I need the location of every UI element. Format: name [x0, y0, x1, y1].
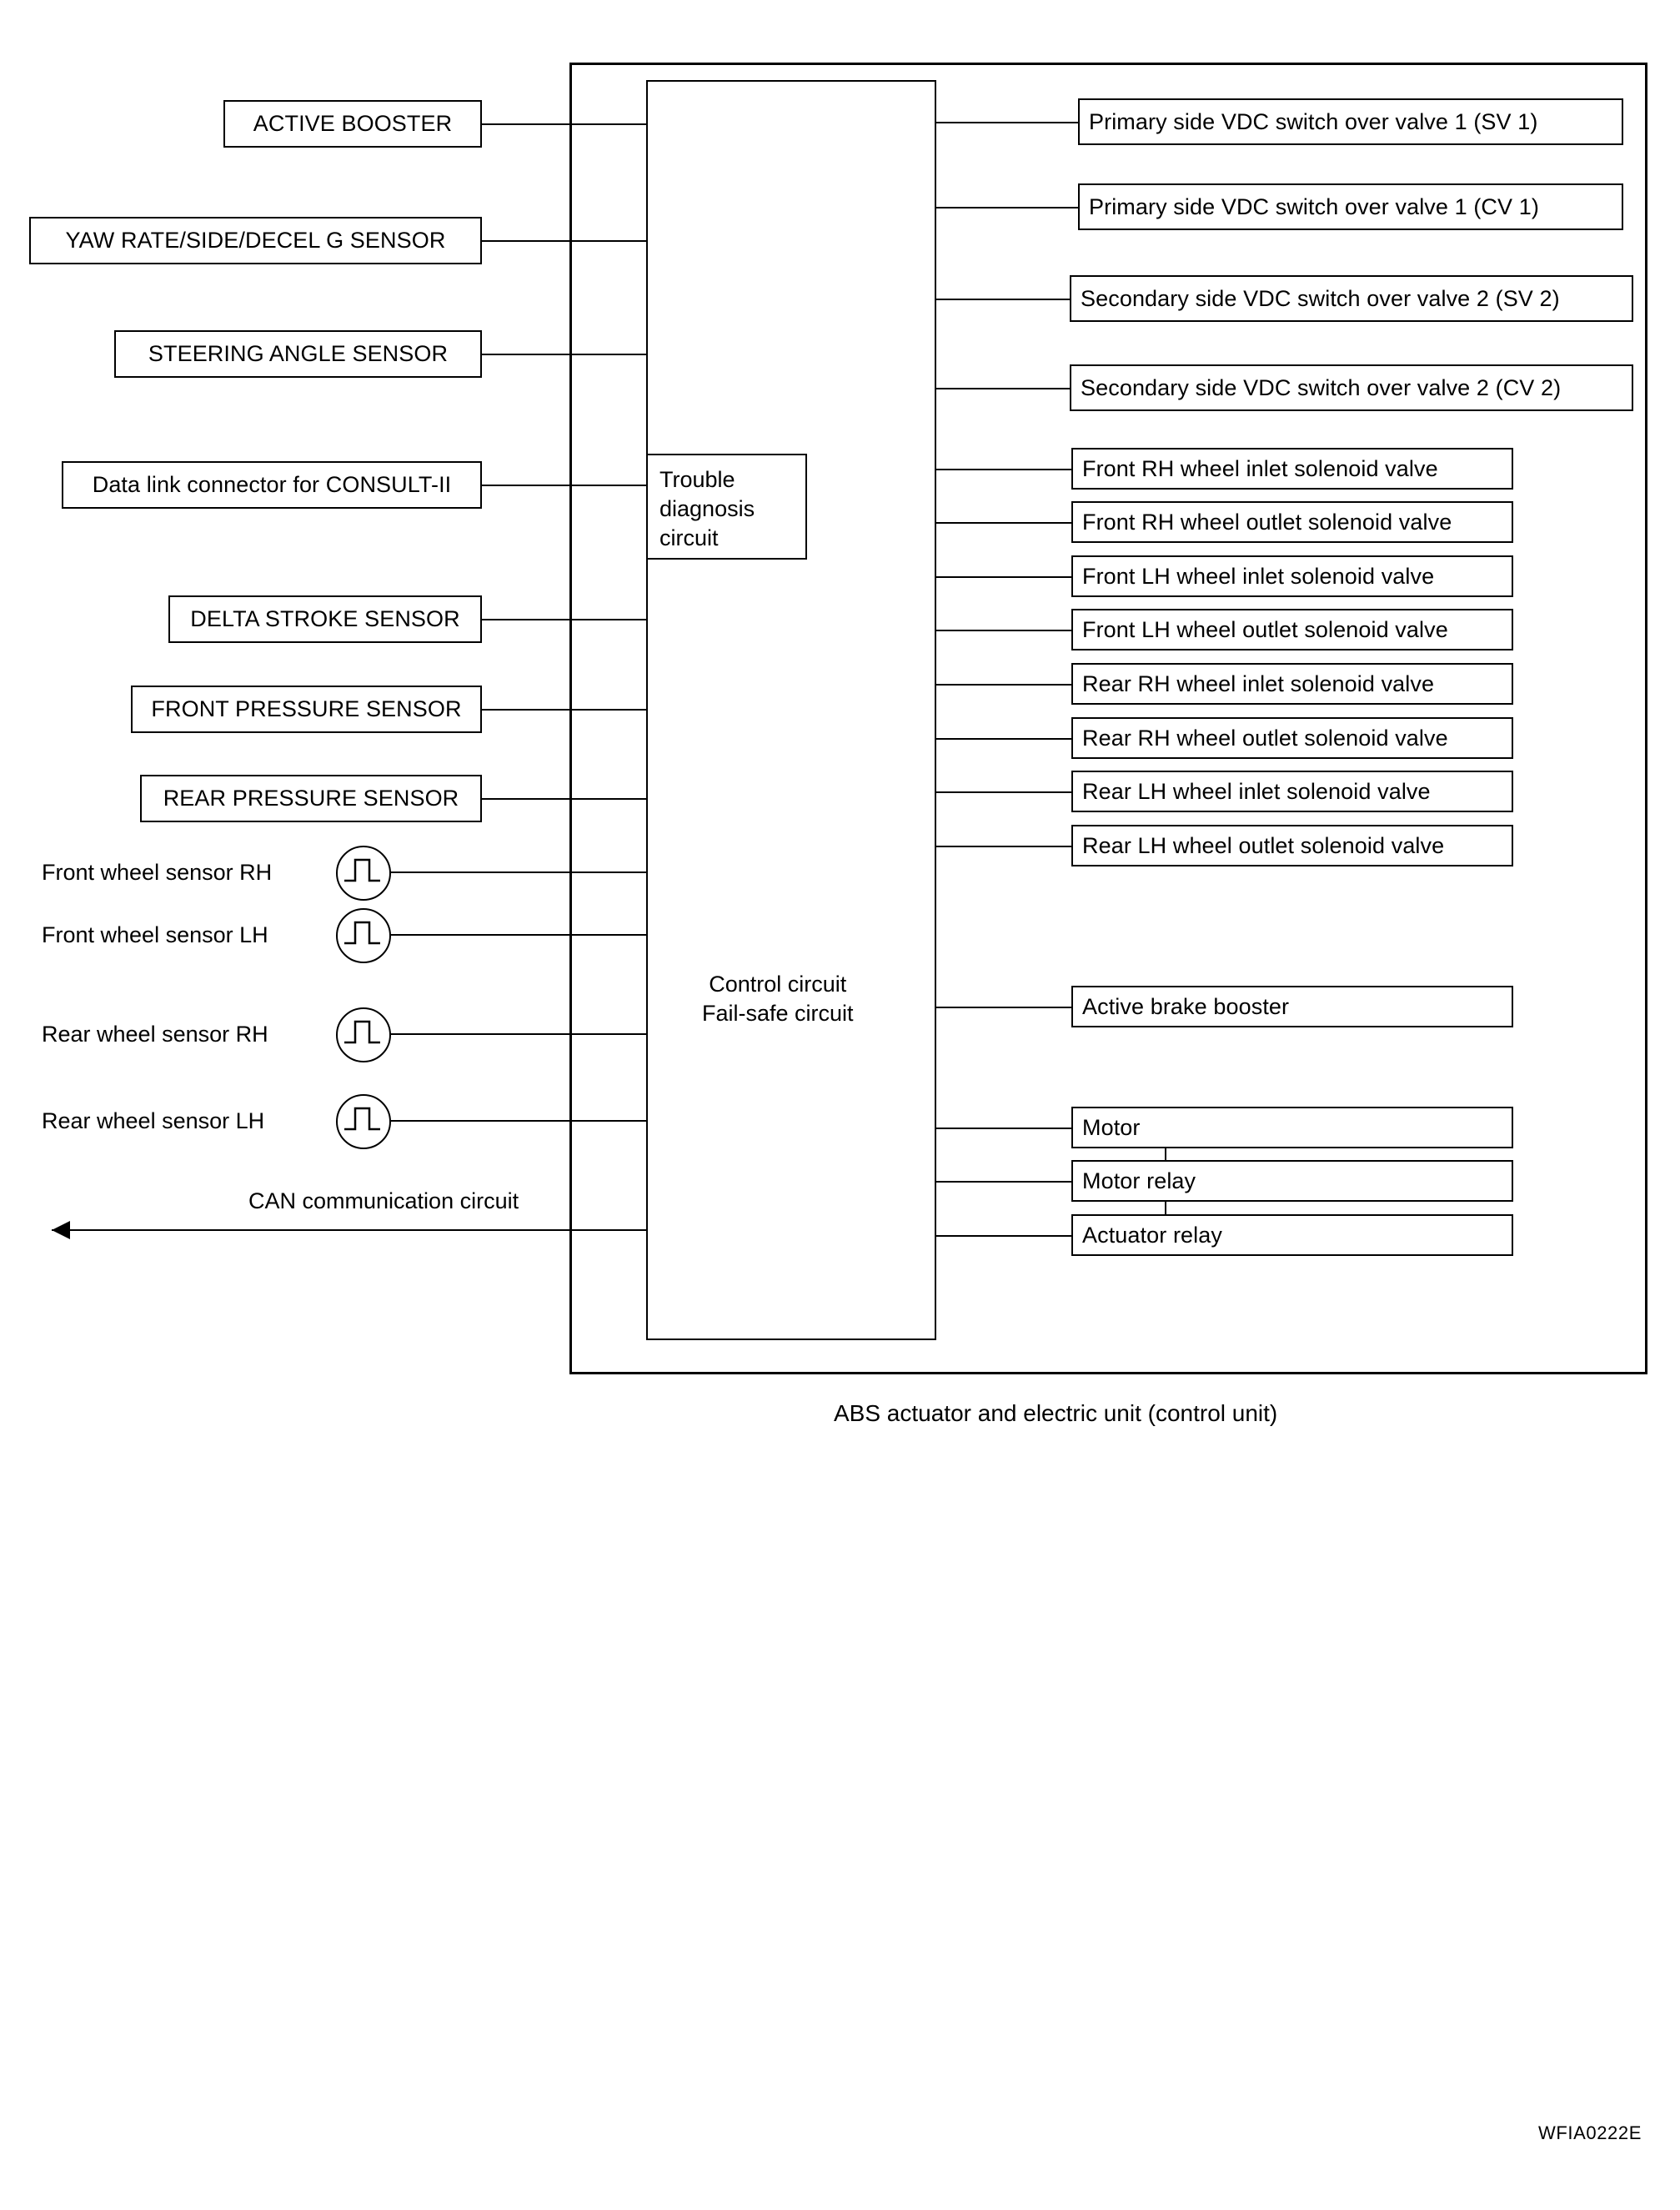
input-label: ACTIVE BOOSTER	[253, 111, 453, 137]
connector-sv1	[936, 122, 1078, 123]
output-label: Motor	[1082, 1114, 1141, 1140]
abs-actuator-outer-frame	[569, 63, 1647, 1374]
output-box-motor-relay[interactable]: Motor relay	[1071, 1160, 1513, 1202]
output-box-rear-rh-outlet[interactable]: Rear RH wheel outlet solenoid valve	[1071, 717, 1513, 759]
figure-code: WFIA0222E	[1538, 2122, 1642, 2143]
pulse-waveform-icon	[336, 1094, 391, 1149]
control-circuit-line-2: Fail-safe circuit	[702, 1001, 854, 1027]
connector-cv1	[936, 207, 1078, 208]
output-box-rear-lh-outlet[interactable]: Rear LH wheel outlet solenoid valve	[1071, 825, 1513, 866]
connector-front-pressure-sensor	[482, 709, 646, 711]
output-label: Actuator relay	[1082, 1222, 1222, 1248]
output-box-front-rh-outlet[interactable]: Front RH wheel outlet solenoid valve	[1071, 501, 1513, 543]
input-label: Data link connector for CONSULT-II	[92, 472, 452, 498]
control-unit-inner-frame	[646, 80, 936, 1340]
output-label: Primary side VDC switch over valve 1 (CV…	[1089, 193, 1539, 219]
output-box-rear-rh-inlet[interactable]: Rear RH wheel inlet solenoid valve	[1071, 663, 1513, 705]
connector-cv2	[936, 388, 1070, 389]
connector-yaw-rate-sensor	[482, 240, 646, 242]
output-label: Rear RH wheel outlet solenoid valve	[1082, 725, 1448, 751]
connector-sv2	[936, 299, 1070, 300]
connector-rear-rh-outlet	[936, 738, 1071, 740]
wheel-sensor-label-front-lh: Front wheel sensor LH	[42, 922, 268, 947]
connector-steering-angle-sensor	[482, 354, 646, 355]
connector-motor-relay	[936, 1181, 1071, 1183]
link-motor-relay-to-actuator-relay	[1165, 1200, 1166, 1216]
connector-front-rh-inlet	[936, 469, 1071, 470]
connector-rear-wheel-sensor-lh	[388, 1120, 646, 1122]
connector-motor	[936, 1128, 1071, 1129]
trouble-diagnosis-line-1: Trouble	[659, 467, 735, 492]
output-label: Rear LH wheel inlet solenoid valve	[1082, 778, 1431, 804]
output-box-motor[interactable]: Motor	[1071, 1107, 1513, 1148]
connector-rear-wheel-sensor-rh	[388, 1033, 646, 1035]
input-label: YAW RATE/SIDE/DECEL G SENSOR	[65, 228, 446, 254]
control-circuit-line-1: Control circuit	[709, 972, 847, 997]
input-box-steering-angle-sensor[interactable]: STEERING ANGLE SENSOR	[114, 330, 482, 378]
input-label: DELTA STROKE SENSOR	[190, 606, 460, 632]
wheel-sensor-label-rear-lh: Rear wheel sensor LH	[42, 1108, 265, 1133]
input-box-yaw-rate-sensor[interactable]: YAW RATE/SIDE/DECEL G SENSOR	[29, 217, 482, 264]
input-label: STEERING ANGLE SENSOR	[148, 341, 449, 367]
input-box-data-link-connector[interactable]: Data link connector for CONSULT-II	[62, 461, 482, 509]
pulse-waveform-icon	[336, 908, 391, 963]
output-box-sv2[interactable]: Secondary side VDC switch over valve 2 (…	[1070, 275, 1633, 322]
output-box-front-lh-inlet[interactable]: Front LH wheel inlet solenoid valve	[1071, 555, 1513, 597]
connector-front-wheel-sensor-lh	[388, 934, 646, 936]
input-box-rear-pressure-sensor[interactable]: REAR PRESSURE SENSOR	[140, 775, 482, 822]
output-label: Secondary side VDC switch over valve 2 (…	[1081, 374, 1562, 400]
output-label: Front LH wheel outlet solenoid valve	[1082, 616, 1448, 642]
output-label: Front RH wheel inlet solenoid valve	[1082, 455, 1438, 481]
input-label: REAR PRESSURE SENSOR	[163, 786, 459, 811]
connector-front-rh-outlet	[936, 522, 1071, 524]
connector-rear-lh-outlet	[936, 846, 1071, 847]
output-box-active-brake-booster[interactable]: Active brake booster	[1071, 986, 1513, 1027]
connector-can-communication	[52, 1229, 646, 1231]
control-circuit-label: Control circuit Fail-safe circuit	[702, 970, 854, 1028]
left-arrow-icon	[52, 1221, 70, 1239]
output-box-front-lh-outlet[interactable]: Front LH wheel outlet solenoid valve	[1071, 609, 1513, 650]
connector-rear-rh-inlet	[936, 684, 1071, 686]
input-box-front-pressure-sensor[interactable]: FRONT PRESSURE SENSOR	[131, 686, 482, 733]
output-label: Active brake booster	[1082, 993, 1290, 1019]
figure-caption: ABS actuator and electric unit (control …	[834, 1400, 1278, 1426]
output-label: Rear LH wheel outlet solenoid valve	[1082, 832, 1445, 858]
connector-front-lh-outlet	[936, 630, 1071, 631]
trouble-diagnosis-line-2: diagnosis	[659, 496, 755, 522]
connector-rear-pressure-sensor	[482, 798, 646, 800]
pulse-waveform-icon	[336, 1007, 391, 1062]
output-box-rear-lh-inlet[interactable]: Rear LH wheel inlet solenoid valve	[1071, 771, 1513, 812]
can-communication-label: CAN communication circuit	[248, 1188, 519, 1213]
output-label: Motor relay	[1082, 1168, 1196, 1193]
output-label: Primary side VDC switch over valve 1 (SV…	[1089, 108, 1538, 134]
connector-delta-stroke-sensor	[482, 619, 646, 620]
connector-active-booster	[482, 123, 646, 125]
trouble-diagnosis-circuit-box: Trouble diagnosis circuit	[646, 454, 807, 560]
output-box-cv2[interactable]: Secondary side VDC switch over valve 2 (…	[1070, 364, 1633, 411]
connector-actuator-relay	[936, 1235, 1071, 1237]
connector-front-lh-inlet	[936, 576, 1071, 578]
output-box-front-rh-inlet[interactable]: Front RH wheel inlet solenoid valve	[1071, 448, 1513, 490]
output-label: Rear RH wheel inlet solenoid valve	[1082, 671, 1435, 696]
output-label: Front LH wheel inlet solenoid valve	[1082, 563, 1435, 589]
input-box-active-booster[interactable]: ACTIVE BOOSTER	[223, 100, 482, 148]
connector-front-wheel-sensor-rh	[388, 871, 646, 873]
link-motor-to-motor-relay	[1165, 1147, 1166, 1162]
connector-active-brake-booster	[936, 1007, 1071, 1008]
output-box-sv1[interactable]: Primary side VDC switch over valve 1 (SV…	[1078, 98, 1623, 145]
trouble-diagnosis-line-3: circuit	[659, 525, 719, 551]
input-label: FRONT PRESSURE SENSOR	[151, 696, 462, 722]
wheel-sensor-label-rear-rh: Rear wheel sensor RH	[42, 1022, 268, 1047]
output-label: Front RH wheel outlet solenoid valve	[1082, 509, 1452, 535]
input-box-delta-stroke-sensor[interactable]: DELTA STROKE SENSOR	[168, 595, 482, 643]
output-label: Secondary side VDC switch over valve 2 (…	[1081, 285, 1560, 311]
wheel-sensor-label-front-rh: Front wheel sensor RH	[42, 860, 273, 885]
pulse-waveform-icon	[336, 846, 391, 901]
output-box-cv1[interactable]: Primary side VDC switch over valve 1 (CV…	[1078, 183, 1623, 230]
output-box-actuator-relay[interactable]: Actuator relay	[1071, 1214, 1513, 1256]
connector-rear-lh-inlet	[936, 791, 1071, 793]
connector-data-link-connector	[482, 485, 646, 486]
